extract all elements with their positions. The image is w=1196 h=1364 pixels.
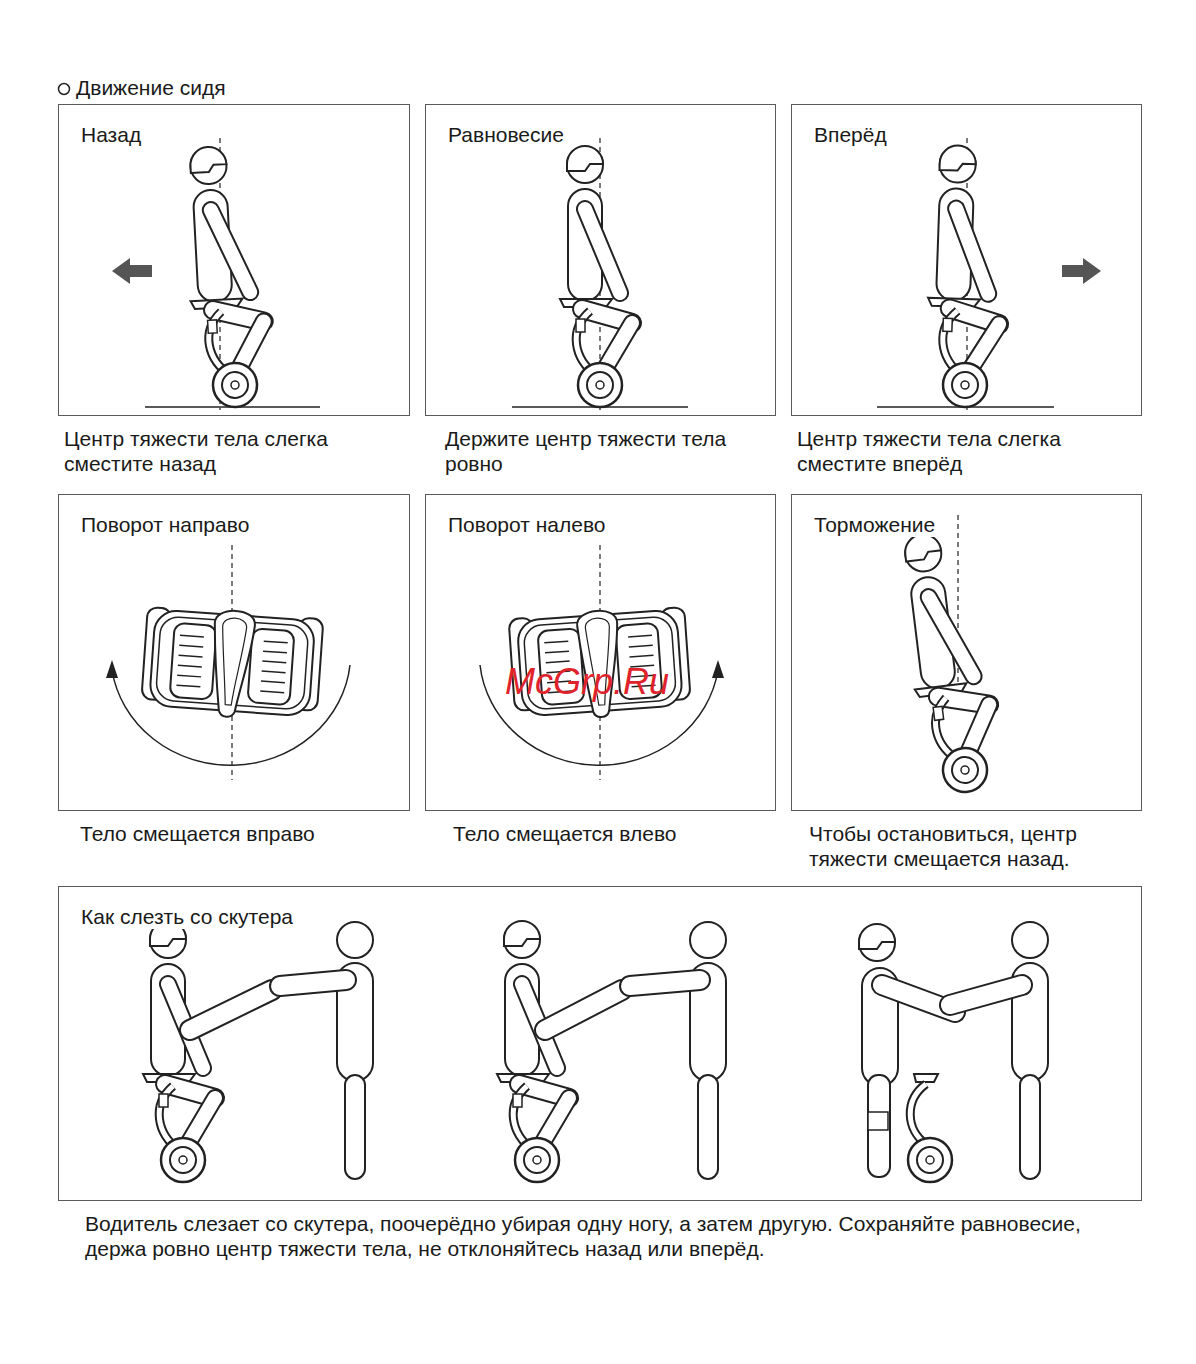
panel-box: ВперёдЦентр тяжести тела слегка сместите… bbox=[791, 104, 1142, 416]
panel-box: ТорможениеЧтобы остановиться, центр тяже… bbox=[791, 494, 1142, 811]
panel-heading: Поворот налево bbox=[446, 513, 608, 537]
scooter-figure bbox=[908, 1074, 952, 1182]
turn-arc bbox=[112, 665, 350, 765]
panel-heading: Торможение bbox=[812, 513, 937, 537]
panel-heading: Равновесие bbox=[446, 123, 566, 147]
turn-arrowhead bbox=[712, 660, 724, 678]
rider-figure bbox=[560, 146, 632, 407]
panel-caption: Центр тяжести тела слегка сместите вперё… bbox=[797, 427, 1137, 477]
rider-figure bbox=[896, 529, 999, 797]
panel-caption: Тело смещается влево bbox=[453, 822, 773, 847]
watermark: McGrp.Ru bbox=[505, 664, 669, 700]
rider-figure bbox=[183, 145, 269, 409]
direction-arrow bbox=[112, 258, 152, 284]
panel-caption: Центр тяжести тела слегка сместите назад bbox=[64, 427, 404, 477]
panel-box: НазадЦентр тяжести тела слегка сместите … bbox=[58, 104, 410, 416]
direction-arrow bbox=[1062, 258, 1101, 284]
panel-heading: Вперёд bbox=[812, 123, 889, 147]
bullet bbox=[59, 84, 70, 95]
panel-box: РавновесиеДержите центр тяжести тела ров… bbox=[425, 104, 776, 416]
helper-figure bbox=[337, 922, 373, 1179]
standing-rider bbox=[859, 924, 898, 1177]
helper-figure bbox=[1012, 922, 1048, 1179]
rider-figure bbox=[924, 145, 1005, 408]
arms bbox=[190, 980, 1022, 1030]
panel-heading: Поворот направо bbox=[79, 513, 251, 537]
rider-figure bbox=[143, 921, 215, 1182]
turn-arrowhead bbox=[106, 660, 118, 678]
scooter-top-view bbox=[141, 605, 324, 723]
panel-caption: Чтобы остановиться, центр тяжести смещае… bbox=[809, 822, 1139, 872]
section-title: Движение сидя bbox=[76, 76, 226, 100]
panel-box: Поворот налевоТело смещается влево bbox=[425, 494, 776, 811]
helper-figure bbox=[690, 922, 726, 1179]
panel-box: Как слезть со скутераВодитель слезает со… bbox=[58, 886, 1142, 1201]
panel-caption: Водитель слезает со скутера, поочерёдно … bbox=[85, 1212, 1105, 1262]
panel-heading: Как слезть со скутера bbox=[79, 905, 295, 929]
turn-arc bbox=[480, 665, 718, 765]
panel-heading: Назад bbox=[79, 123, 143, 147]
panel-box: Поворот направоТело смещается вправо bbox=[58, 494, 410, 811]
panel-caption: Тело смещается вправо bbox=[80, 822, 400, 847]
panel-caption: Держите центр тяжести тела ровно bbox=[445, 427, 785, 477]
rider-figure bbox=[497, 921, 569, 1182]
